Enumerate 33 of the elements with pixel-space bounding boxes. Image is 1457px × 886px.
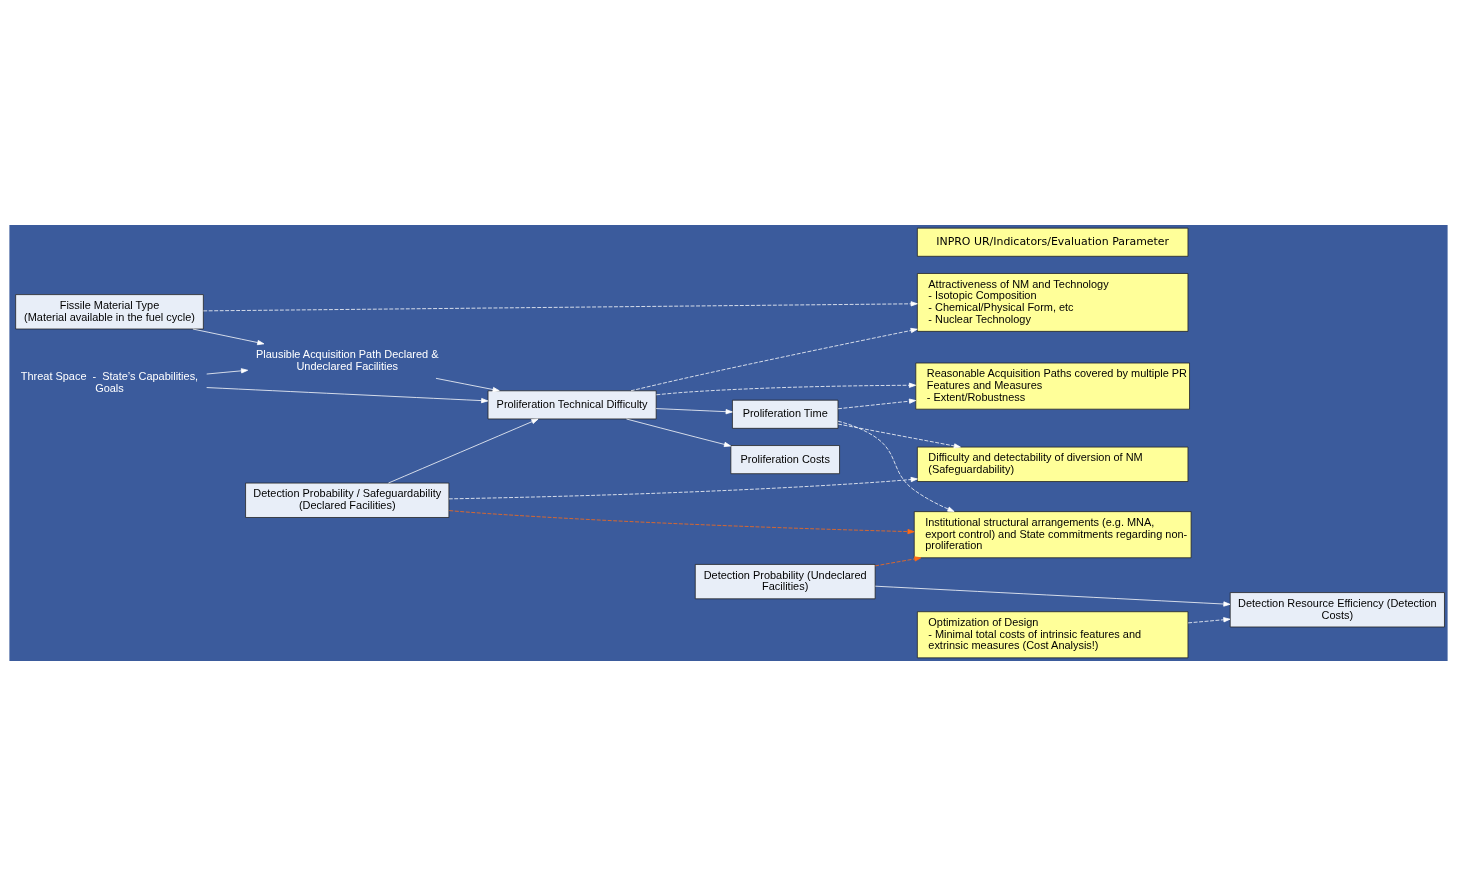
arrow bbox=[448, 510, 915, 535]
node-box: Proliferation Costs bbox=[730, 445, 840, 475]
arrow bbox=[874, 556, 922, 567]
arrow bbox=[1187, 617, 1231, 624]
arrow bbox=[874, 585, 1231, 607]
node-text: Plausible Acquisition Path Declared & Undeclared Facilities bbox=[256, 348, 439, 372]
node-box: Optimization of Design - Minimal total costs of intrinsic features and extrinsic measures (Cost Analysis!) bbox=[917, 611, 1189, 659]
arrow bbox=[655, 408, 733, 415]
arrow bbox=[192, 328, 265, 346]
node-box: Proliferation Time bbox=[732, 399, 839, 429]
node-box: INPRO UR/Indicators/Evaluation Parameter bbox=[917, 227, 1189, 257]
arrow bbox=[837, 398, 917, 410]
node-box: Difficulty and detectability of diversion of NM (Safeguardability) bbox=[917, 446, 1189, 482]
arrow bbox=[630, 327, 918, 392]
arrow bbox=[435, 377, 500, 393]
node-box: Detection Probability / Safeguardability (Declared Facilities) bbox=[245, 482, 450, 518]
node-box: Detection Probability (Undeclared Facilities) bbox=[694, 564, 876, 600]
arrow bbox=[206, 368, 249, 375]
node-text: Threat Space - State’s Capabilities, Goals bbox=[20, 370, 199, 394]
node-box: Detection Resource Efficiency (Detection Costs) bbox=[1229, 592, 1445, 628]
arrow bbox=[388, 418, 539, 484]
node-box: Fissile Material Type (Material available in the fuel cycle) bbox=[15, 294, 204, 330]
node-box: Reasonable Acquisition Paths covered by multiple PR Features and Measures - Extent/Robustness bbox=[915, 362, 1190, 410]
arrow bbox=[448, 476, 918, 500]
arrow bbox=[626, 418, 732, 447]
node-box: Proliferation Technical Difficulty bbox=[487, 390, 657, 420]
arrow bbox=[656, 382, 917, 396]
node-box: Institutional structural arrangements (e.g. MNA, export control) and State commitments regarding non-proliferation bbox=[913, 511, 1192, 559]
arrow bbox=[837, 423, 961, 449]
node-box: Attractiveness of NM and Technology - Isotopic Composition - Chemical/Physical Form, etc - Nuclear Technology bbox=[917, 273, 1189, 332]
arrow bbox=[206, 387, 489, 404]
arrow bbox=[837, 420, 955, 512]
arrow bbox=[202, 301, 918, 312]
